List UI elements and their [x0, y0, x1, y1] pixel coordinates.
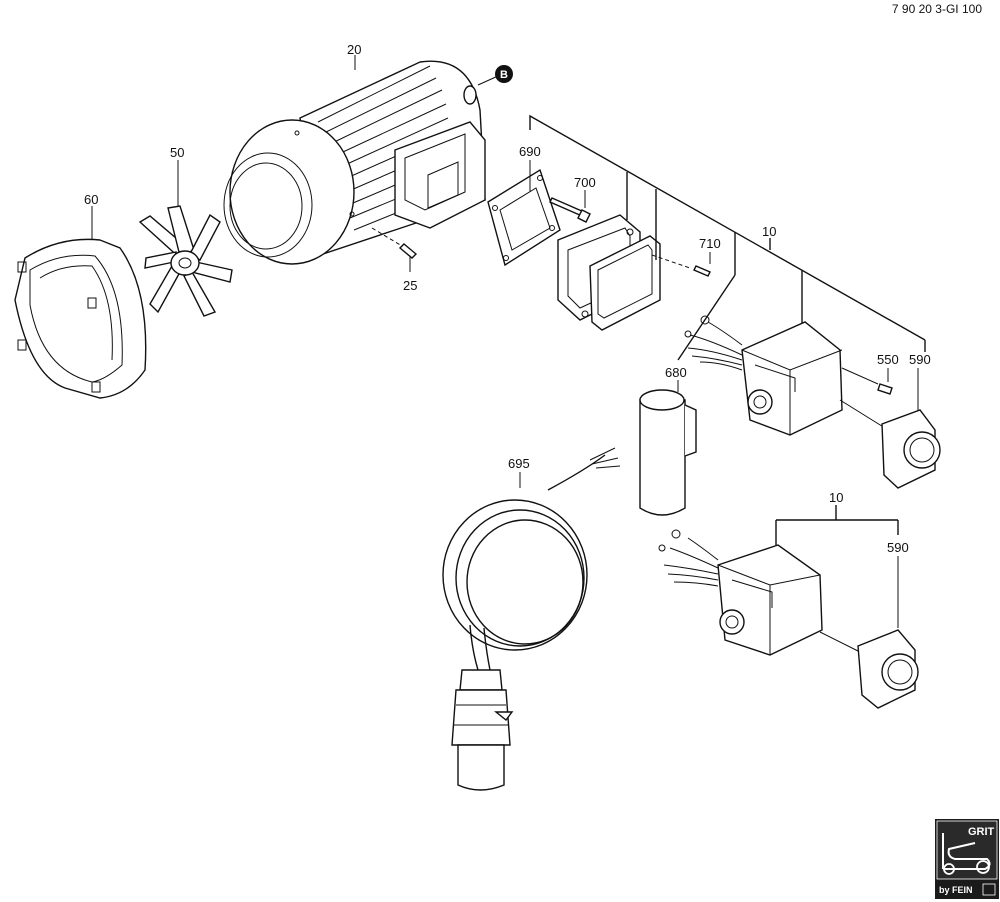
motor-part-20 — [223, 60, 486, 265]
callout-10-upper: 10 — [762, 224, 776, 239]
logo-top-text: GRIT — [968, 826, 995, 838]
switch-part-590-lower — [819, 556, 919, 709]
capacitor-part-680 — [639, 380, 697, 516]
callout-10-lower: 10 — [829, 490, 843, 505]
gasket-part-690 — [487, 160, 561, 267]
callout-690: 690 — [519, 144, 541, 159]
assembly-bracket-10-lower — [775, 505, 899, 545]
fan-part-50 — [138, 160, 233, 317]
screw-part-710 — [651, 252, 711, 277]
callout-695: 695 — [508, 456, 530, 471]
grit-by-fein-logo: GRIT by FEIN — [935, 819, 999, 899]
switch-module-upper — [684, 315, 843, 436]
switch-part-590-upper — [839, 368, 941, 489]
callout-590-upper: 590 — [909, 352, 931, 367]
callout-550: 550 — [877, 352, 899, 367]
terminal-box — [557, 214, 661, 331]
assembly-bracket-10-upper — [529, 114, 926, 361]
callout-60: 60 — [84, 192, 98, 207]
callout-50: 50 — [170, 145, 184, 160]
logo-bottom-text: by FEIN — [939, 885, 973, 895]
fan-cover-part-60 — [14, 206, 147, 399]
cable-plug-part-695 — [442, 447, 621, 791]
callout-700: 700 — [574, 175, 596, 190]
switch-module-lower — [658, 529, 823, 656]
callout-25: 25 — [403, 278, 417, 293]
callout-710: 710 — [699, 236, 721, 251]
callout-680: 680 — [665, 365, 687, 380]
document-code: 7 90 20 3-GI 100 — [891, 2, 982, 16]
screw-part-550 — [841, 367, 893, 395]
callout-20: 20 — [347, 42, 361, 57]
callout-b: B — [500, 69, 508, 81]
callout-590-lower: 590 — [887, 540, 909, 555]
bolt-part-700 — [549, 190, 591, 223]
callout-b-marker — [495, 65, 513, 83]
screw-part-25 — [371, 227, 418, 272]
